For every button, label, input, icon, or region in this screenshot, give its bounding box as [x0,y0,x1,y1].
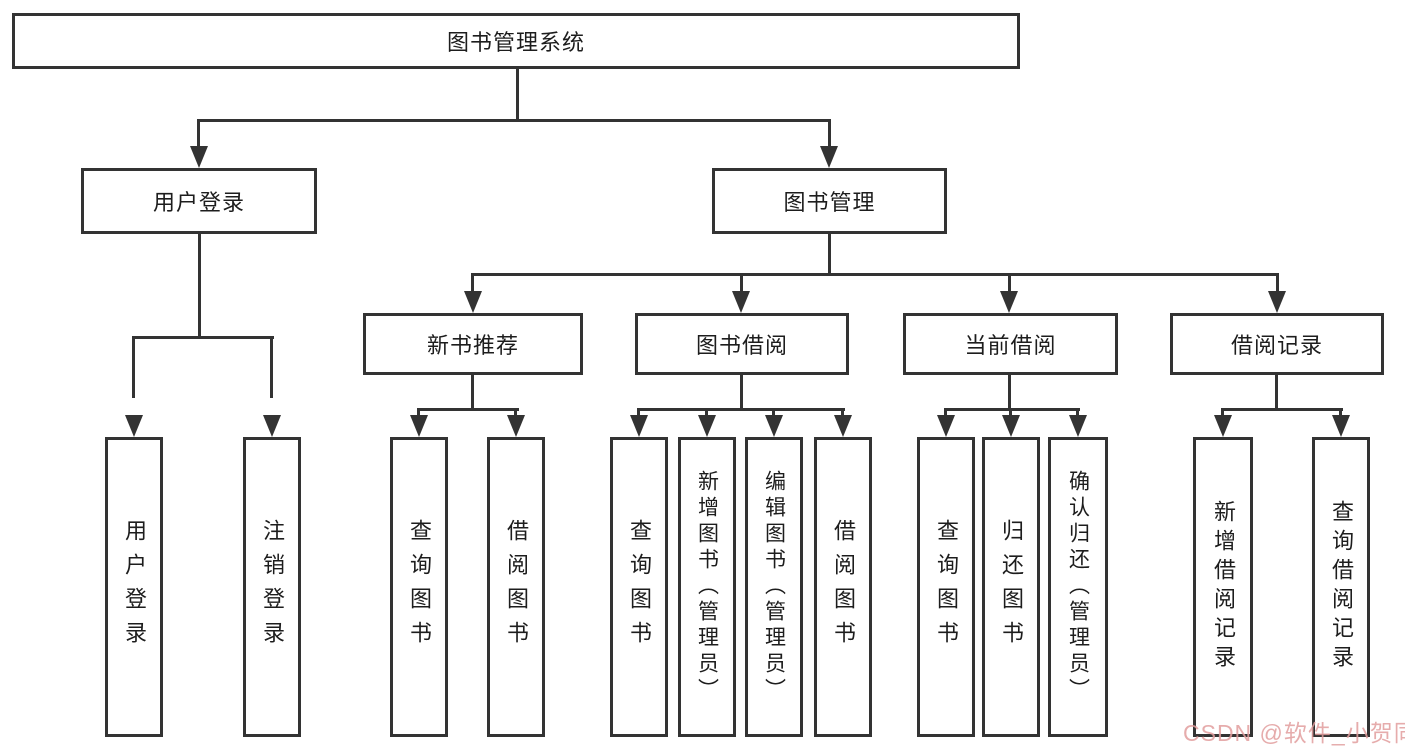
connector-vline [705,408,708,420]
arrow-down-icon [765,415,783,437]
connector-hline [471,273,1279,276]
node-borrow-records: 借阅记录 [1170,313,1384,375]
arrow-down-icon [732,291,750,313]
arrow-down-icon [1002,415,1020,437]
arrow-down-icon [834,415,852,437]
arrow-down-icon [630,415,648,437]
arrow-down-icon [1069,415,1087,437]
arrow-down-icon [1268,291,1286,313]
arrow-down-icon [1214,415,1232,437]
connector-hline [944,408,1080,411]
arrow-down-icon [937,415,955,437]
arrow-down-icon [190,146,208,168]
leaf-return-book: 归还图书 [982,437,1040,737]
connector-vline [471,273,474,293]
arrow-down-icon [1000,291,1018,313]
arrow-down-icon [125,415,143,437]
connector-vline [637,408,640,420]
node-new-book-recommend-label: 新书推荐 [426,333,519,358]
connector-hline [132,336,274,339]
connector-hline [197,119,831,122]
leaf-borrow-books-recommend: 借阅图书 [487,437,545,737]
leaf-edit-book-admin: 编辑图书（管理员） [745,437,803,737]
leaf-logout: 注销登录 [243,437,301,737]
leaf-borrow-books-recommend-label: 借阅图书 [504,519,529,655]
connector-vline [1275,375,1278,411]
connector-vline [516,69,519,121]
leaf-borrow-books-borrow-label: 借阅图书 [831,519,856,655]
connector-vline [417,408,420,420]
connector-vline [132,336,135,398]
connector-vline [740,375,743,411]
connector-vline [471,375,474,411]
leaf-return-book-label: 归还图书 [999,519,1024,655]
connector-vline [1221,408,1224,420]
arrow-down-icon [698,415,716,437]
leaf-add-borrow-record: 新增借阅记录 [1193,437,1253,737]
leaf-query-books-recommend: 查询图书 [390,437,448,737]
connector-vline [1008,375,1011,411]
arrow-down-icon [1332,415,1350,437]
node-root: 图书管理系统 [12,13,1020,69]
node-book-borrow-label: 图书借阅 [695,333,788,358]
arrow-down-icon [820,146,838,168]
connector-vline [198,234,201,339]
leaf-confirm-return-admin: 确认归还（管理员） [1048,437,1108,737]
connector-vline [1076,408,1079,420]
node-user-login: 用户登录 [81,168,317,234]
leaf-add-book-admin: 新增图书（管理员） [678,437,736,737]
arrow-down-icon [263,415,281,437]
leaf-query-books-recommend-label: 查询图书 [407,519,432,655]
node-user-login-label: 用户登录 [152,190,245,215]
connector-vline [828,119,831,149]
connector-vline [197,119,200,149]
node-root-label: 图书管理系统 [446,30,585,55]
connector-vline [514,408,517,420]
connector-hline [1221,408,1343,411]
connector-vline [1339,408,1342,420]
connector-vline [841,408,844,420]
leaf-borrow-books-borrow: 借阅图书 [814,437,872,737]
leaf-user-login: 用户登录 [105,437,163,737]
leaf-add-borrow-record-label: 新增借阅记录 [1211,500,1236,674]
node-book-management-label: 图书管理 [783,190,876,215]
leaf-query-borrow-record: 查询借阅记录 [1312,437,1370,737]
leaf-edit-book-admin-label: 编辑图书（管理员） [762,470,786,704]
node-borrow-records-label: 借阅记录 [1230,333,1323,358]
leaf-query-borrow-record-label: 查询借阅记录 [1329,500,1354,674]
leaf-query-books-current-label: 查询图书 [934,519,959,655]
arrow-down-icon [507,415,525,437]
arrow-down-icon [464,291,482,313]
leaf-user-login-label: 用户登录 [122,519,147,655]
leaf-query-books-borrow-label: 查询图书 [627,519,652,655]
arrow-down-icon [410,415,428,437]
csdn-watermark: CSDN @软件_小贺同学 [1183,720,1405,746]
connector-hline [417,408,519,411]
leaf-confirm-return-admin-label: 确认归还（管理员） [1066,470,1090,704]
connector-hline [637,408,845,411]
node-book-borrow: 图书借阅 [635,313,849,375]
connector-vline [1008,273,1011,293]
connector-vline [1009,408,1012,420]
connector-vline [270,336,273,398]
node-current-borrow-label: 当前借阅 [964,333,1057,358]
connector-vline [740,273,743,293]
connector-vline [772,408,775,420]
leaf-query-books-borrow: 查询图书 [610,437,668,737]
leaf-query-books-current: 查询图书 [917,437,975,737]
node-new-book-recommend: 新书推荐 [363,313,583,375]
node-book-management: 图书管理 [712,168,947,234]
connector-vline [944,408,947,420]
connector-vline [828,234,831,276]
leaf-logout-label: 注销登录 [260,519,285,655]
leaf-add-book-admin-label: 新增图书（管理员） [695,470,719,704]
node-current-borrow: 当前借阅 [903,313,1118,375]
connector-vline [1276,273,1279,293]
